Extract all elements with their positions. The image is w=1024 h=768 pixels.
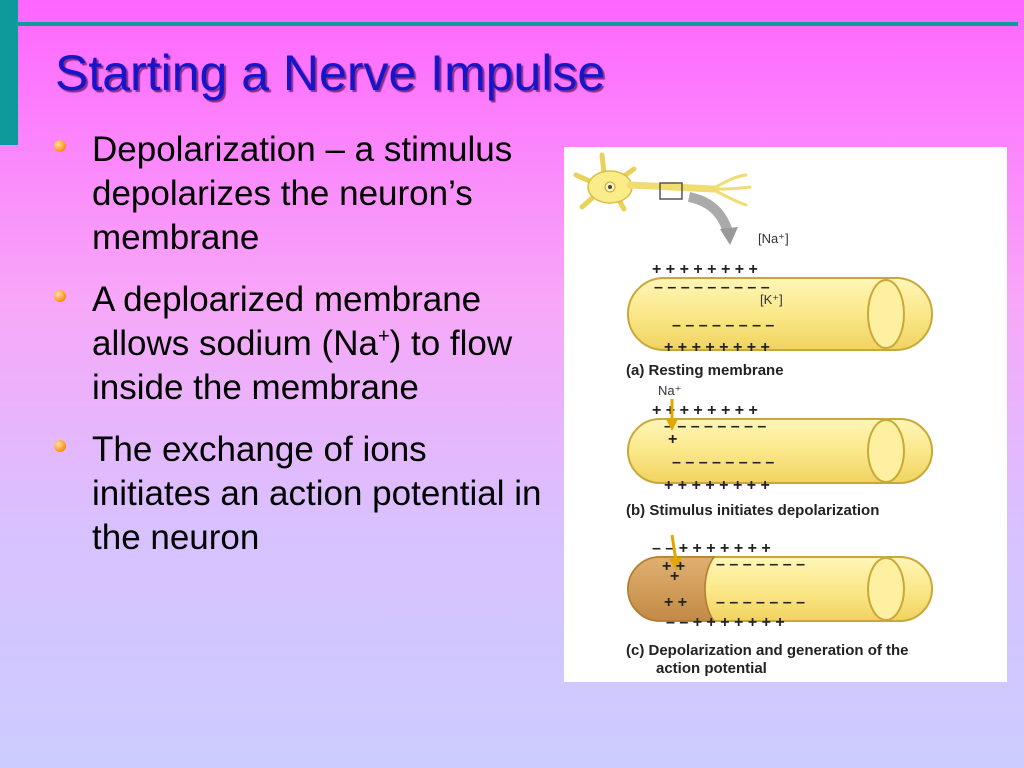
accent-bar-horizontal [18,22,1018,26]
minus-signs-top: – – – – – – – – [664,418,766,435]
k-ion-label: [K⁺] [760,292,783,307]
panel-stimulus-depolarization: Na⁺ + + + + + + + + – – – – – – – – + – … [626,383,933,519]
figure-svg: [Na⁺] + + + + + + + + – – – – – – – – – … [573,152,933,677]
plus-signs-top: + + + + + + + + [652,261,758,278]
caption-c-line2: action potential [656,660,767,677]
bullet-icon [54,290,66,302]
slide-title: Starting a Nerve Impulse [55,45,606,101]
caption-a: (a) Resting membrane [626,362,784,379]
accent-bar-vertical [0,0,18,145]
bullet-text-superscript: + [377,325,390,348]
bullet-text: Depolarization – a stimulus depolarizes … [92,130,513,257]
plus-signs-bottom: + + + + + + + + [664,477,770,494]
plus-signs-top: – – + + + + + + + [652,540,771,557]
caption-b: (b) Stimulus initiates depolarization [626,502,879,519]
bullet-list: Depolarization – a stimulus depolarizes … [48,128,548,578]
panel-action-potential: – – + + + + + + + + + + – – – – – – – + … [626,534,933,677]
plus-signs-top: + + + + + + + + [652,402,758,419]
plus-signs-inside-bottom: + + [664,594,687,611]
signs-outside-bottom: – – + + + + + + + [666,614,785,631]
na-plus-label: Na⁺ [658,383,681,398]
minus-signs-bottom: – – – – – – – – [672,317,774,334]
bullet-sodium-flow: A deploarized membrane allows sodium (Na… [48,278,548,410]
panel-resting-membrane: [Na⁺] + + + + + + + + – – – – – – – – – … [626,231,933,379]
minus-signs-top: – – – – – – – – – [654,279,770,296]
bullet-text-pre: A deploarized membrane allows sodium (Na [92,280,482,363]
bullet-icon [54,140,66,152]
caption-c-line1: (c) Depolarization and generation of the [626,642,909,659]
bullet-depolarization: Depolarization – a stimulus depolarizes … [48,128,548,260]
bullet-icon [54,440,66,452]
minus-signs-top: – – – – – – – [716,556,805,573]
nerve-impulse-figure: [Na⁺] + + + + + + + + – – – – – – – – – … [564,147,1007,682]
plus-sign-inside: + [668,431,677,448]
bullet-text-post: ) to flow inside the membrane [92,324,513,407]
plus-signs-inside-mid: + [670,568,679,585]
plus-signs-bottom: + + + + + + + + [664,339,770,356]
bullet-text: The exchange of ions initiates an action… [92,430,542,557]
minus-signs-bottom: – – – – – – – – [672,454,774,471]
minus-signs-bottom: – – – – – – – [716,594,805,611]
neuron-icon [573,152,752,245]
bullet-ion-exchange: The exchange of ions initiates an action… [48,428,548,560]
na-ion-label: [Na⁺] [758,231,789,246]
plus-signs-inside-top: + + [662,558,685,575]
